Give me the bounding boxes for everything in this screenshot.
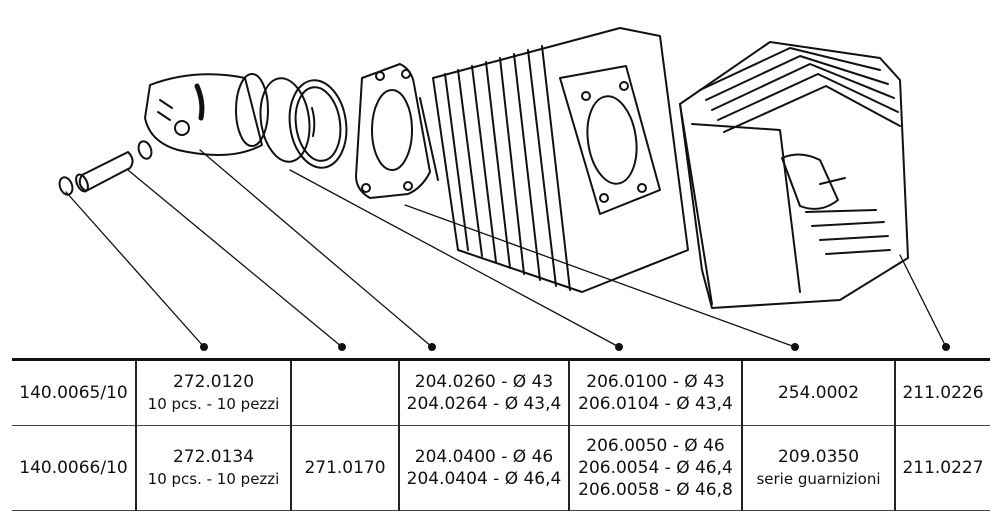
- pack-note: 10 pcs. - 10 pezzi: [147, 470, 280, 488]
- table-row: 140.0066/10 272.0134 10 pcs. - 10 pezzi …: [12, 425, 990, 511]
- cell-gasket: 254.0002: [741, 358, 896, 426]
- part-number: 272.0134: [172, 447, 255, 467]
- piston-pin-drawing: [75, 151, 134, 193]
- leader-gasket: [404, 204, 796, 348]
- leader-dots: [200, 343, 950, 351]
- leader-head: [899, 254, 947, 348]
- leader-clip: [65, 191, 205, 348]
- cell-piston-ring: 271.0170: [290, 425, 400, 511]
- cell-piston: 204.0400 - Ø 46 204.0404 - Ø 46,4: [398, 425, 570, 511]
- table-row: 140.0065/10 272.0120 10 pcs. - 10 pezzi …: [12, 358, 990, 426]
- cell-cylinder: 206.0100 - Ø 43 206.0104 - Ø 43,4: [568, 358, 743, 426]
- leader-lines: [65, 149, 947, 348]
- leader-pin: [127, 169, 343, 348]
- cell-pin-clip: 140.0066/10: [12, 425, 137, 511]
- cell-piston-ring: [290, 358, 400, 426]
- cell-piston-pin: 272.0120 10 pcs. - 10 pezzi: [135, 358, 292, 426]
- pack-note: 10 pcs. - 10 pezzi: [147, 395, 280, 413]
- piston-ring-drawing: [259, 77, 348, 169]
- cell-piston: 204.0260 - Ø 43 204.0264 - Ø 43,4: [398, 358, 570, 426]
- exploded-parts-diagram: [58, 27, 950, 351]
- leader-ring: [289, 169, 620, 348]
- cell-head: 211.0227: [894, 425, 990, 511]
- cell-gasket: 209.0350 serie guarnizioni: [741, 425, 896, 511]
- cylinder-head-drawing: [679, 41, 909, 309]
- piston-drawing: [144, 73, 269, 156]
- gasket-set-note: serie guarnizioni: [756, 470, 881, 488]
- part-number: 272.0120: [172, 372, 255, 392]
- cell-head: 211.0226: [894, 358, 990, 426]
- cell-piston-pin: 272.0134 10 pcs. - 10 pezzi: [135, 425, 292, 511]
- leader-piston: [199, 149, 433, 348]
- cylinder-drawing: [419, 27, 689, 293]
- parts-table: 140.0065/10 272.0120 10 pcs. - 10 pezzi …: [12, 358, 990, 511]
- cell-cylinder: 206.0050 - Ø 46 206.0054 - Ø 46,4 206.00…: [568, 425, 743, 511]
- cell-pin-clip: 140.0065/10: [12, 358, 137, 426]
- gasket-drawing: [355, 63, 431, 199]
- circlip-drawing: [58, 140, 153, 196]
